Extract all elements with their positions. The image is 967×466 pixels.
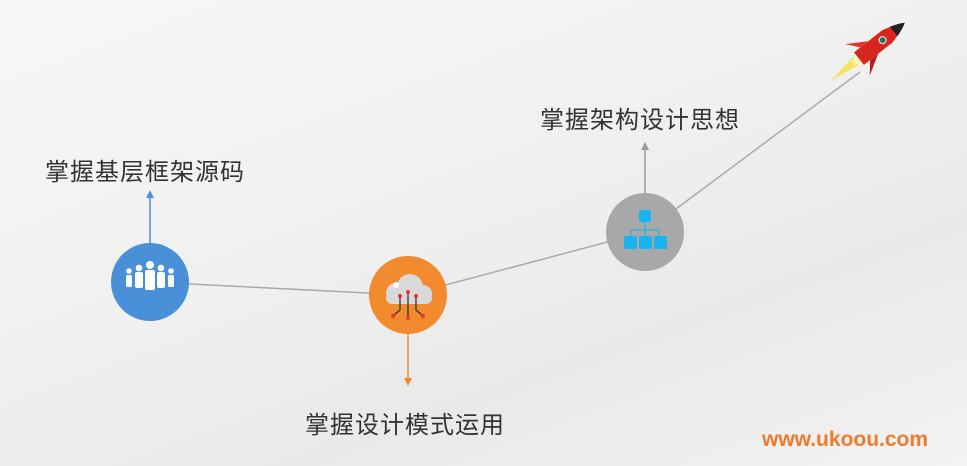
connector-lines	[149, 71, 861, 296]
step1-label: 掌握基层框架源码	[45, 159, 245, 186]
step2-label: 掌握设计模式运用	[305, 412, 505, 439]
arrow-up-step3	[641, 142, 649, 194]
arrow-up-step1	[146, 190, 154, 244]
cloud-circuit-icon	[369, 256, 447, 334]
rocket-icon	[830, 22, 905, 81]
hierarchy-icon	[606, 193, 684, 271]
step3-label: 掌握架构设计思想	[540, 107, 740, 134]
arrow-down-step2	[404, 333, 412, 386]
people-group-icon	[111, 243, 189, 321]
watermark: www.ukoou.com	[762, 428, 929, 451]
